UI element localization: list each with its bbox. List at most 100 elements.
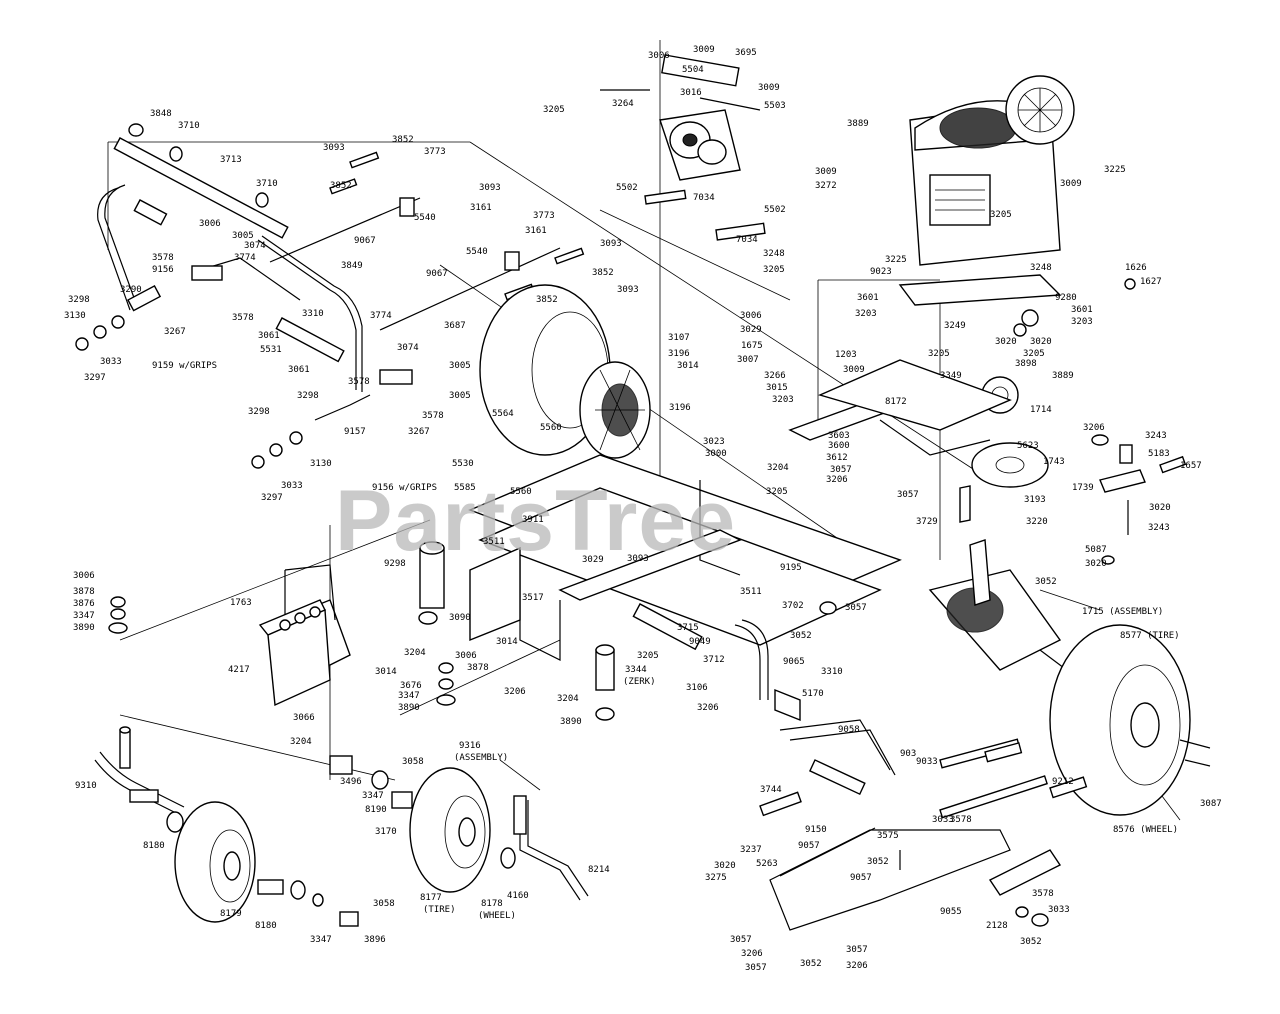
part-number-label: 3889 — [1052, 371, 1074, 381]
part-number-label: 3347 — [310, 935, 332, 945]
part-number-label: 3161 — [525, 226, 547, 236]
part-number-label: 3601 — [857, 293, 879, 303]
part-number-label: 3695 — [735, 48, 757, 58]
part-number-label: 1763 — [230, 598, 252, 608]
part-number-label: 3206 — [846, 961, 868, 971]
part-number-label: 1203 — [835, 350, 857, 360]
part-number-label: 3029 — [740, 325, 762, 335]
part-number-label: 3006 — [740, 311, 762, 321]
part-number-label: 5585 — [454, 483, 476, 493]
part-number-label: 3578 — [1032, 889, 1054, 899]
part-number-label: 3710 — [178, 121, 200, 131]
part-number-label: 3774 — [234, 253, 256, 263]
rear-tire-left — [479, 284, 651, 459]
part-number-label: 3205 — [763, 265, 785, 275]
part-number-label: 3033 — [932, 815, 954, 825]
part-number-label: 9067 — [426, 269, 448, 279]
part-number-label: 3052 — [800, 959, 822, 969]
part-number-label: 3087 — [1200, 799, 1222, 809]
part-number-label: 9212 — [1052, 777, 1074, 787]
part-number-label: 9310 — [75, 781, 97, 791]
part-number-label: 3243 — [1145, 431, 1167, 441]
part-number-label: 3107 — [668, 333, 690, 343]
part-number-label: 8190 — [365, 805, 387, 815]
part-number-label: 3600 — [828, 441, 850, 451]
front-tire-right — [329, 755, 516, 893]
part-number-label: 3015 — [766, 383, 788, 393]
part-number-label: 3347 — [73, 611, 95, 621]
part-number-label: 3712 — [703, 655, 725, 665]
part-number-label: 8177 — [420, 893, 442, 903]
main-frame — [419, 359, 1012, 700]
part-number-label: 3852 — [392, 135, 414, 145]
part-number-label: 3205 — [766, 487, 788, 497]
part-number-label: 8214 — [588, 865, 610, 875]
part-number-label: 3009 — [758, 83, 780, 93]
part-number-label: 9049 — [689, 637, 711, 647]
part-number-label: 3347 — [398, 691, 420, 701]
part-number-label: 8180 — [255, 921, 277, 931]
part-number-label: 3266 — [764, 371, 786, 381]
part-number-label: 3161 — [470, 203, 492, 213]
part-number-label: 3578 — [348, 377, 370, 387]
part-number-label: (WHEEL) — [478, 911, 516, 921]
part-number-label: 3204 — [404, 648, 426, 658]
part-number-label: 8577 (TIRE) — [1120, 631, 1180, 641]
part-number-label: 5170 — [802, 689, 824, 699]
part-number-label: 3275 — [705, 873, 727, 883]
part-number-label: 3773 — [424, 147, 446, 157]
watermark-text: PartsTree — [335, 473, 736, 569]
part-number-label: 3849 — [341, 261, 363, 271]
part-number-label: 3170 — [375, 827, 397, 837]
part-number-label: 3014 — [375, 667, 397, 677]
part-number-label: 5564 — [492, 409, 514, 419]
part-number-label: 9057 — [850, 873, 872, 883]
part-number-label: (TIRE) — [423, 905, 456, 915]
part-number-label: 3578 — [422, 411, 444, 421]
battery — [258, 564, 351, 707]
part-number-label: 9150 — [805, 825, 827, 835]
part-number-label: 4217 — [228, 665, 250, 675]
part-number-label: 3014 — [496, 637, 518, 647]
part-number-label: 7034 — [693, 193, 715, 203]
part-number-label: 3297 — [261, 493, 283, 503]
part-number-label: 3298 — [248, 407, 270, 417]
part-number-label: 2128 — [986, 921, 1008, 931]
part-number-label: 3206 — [1083, 423, 1105, 433]
part-number-label: 3612 — [826, 453, 848, 463]
part-number-label: 3249 — [944, 321, 966, 331]
part-number-label: 3205 — [990, 210, 1012, 220]
part-number-label: 8180 — [143, 841, 165, 851]
part-number-label: 3093 — [627, 554, 649, 564]
part-number-label: 3575 — [877, 831, 899, 841]
part-number-label: 5263 — [756, 859, 778, 869]
part-number-label: 3130 — [64, 311, 86, 321]
part-number-label: 5560 — [510, 487, 532, 497]
part-number-label: 8178 — [481, 899, 503, 909]
part-number-label: 3773 — [533, 211, 555, 221]
part-number-label: 9058 — [838, 725, 860, 735]
part-number-label: 9195 — [780, 563, 802, 573]
engine-assembly — [898, 75, 1075, 414]
part-number-label: 3729 — [916, 517, 938, 527]
part-number-label: 3020 — [1085, 559, 1107, 569]
part-number-label: 1657 — [1180, 461, 1202, 471]
part-number-label: 5531 — [260, 345, 282, 355]
part-number-label: 1626 — [1125, 263, 1147, 273]
part-number-label: 3774 — [370, 311, 392, 321]
part-number-label: 9057 — [798, 841, 820, 851]
part-number-label: 3852 — [536, 295, 558, 305]
top-gearbox — [600, 54, 766, 241]
part-number-label: 3702 — [782, 601, 804, 611]
part-number-label: 3130 — [310, 459, 332, 469]
part-number-label: 3298 — [68, 295, 90, 305]
part-number-label: 3578 — [950, 815, 972, 825]
part-number-label: 3052 — [867, 857, 889, 867]
part-number-label: 3058 — [402, 757, 424, 767]
part-number-label: 3206 — [826, 475, 848, 485]
part-number-label: 3205 — [543, 105, 565, 115]
part-number-label: 3093 — [323, 143, 345, 153]
part-number-label: 9055 — [940, 907, 962, 917]
part-number-label: 3349 — [940, 371, 962, 381]
part-number-label: 3206 — [504, 687, 526, 697]
